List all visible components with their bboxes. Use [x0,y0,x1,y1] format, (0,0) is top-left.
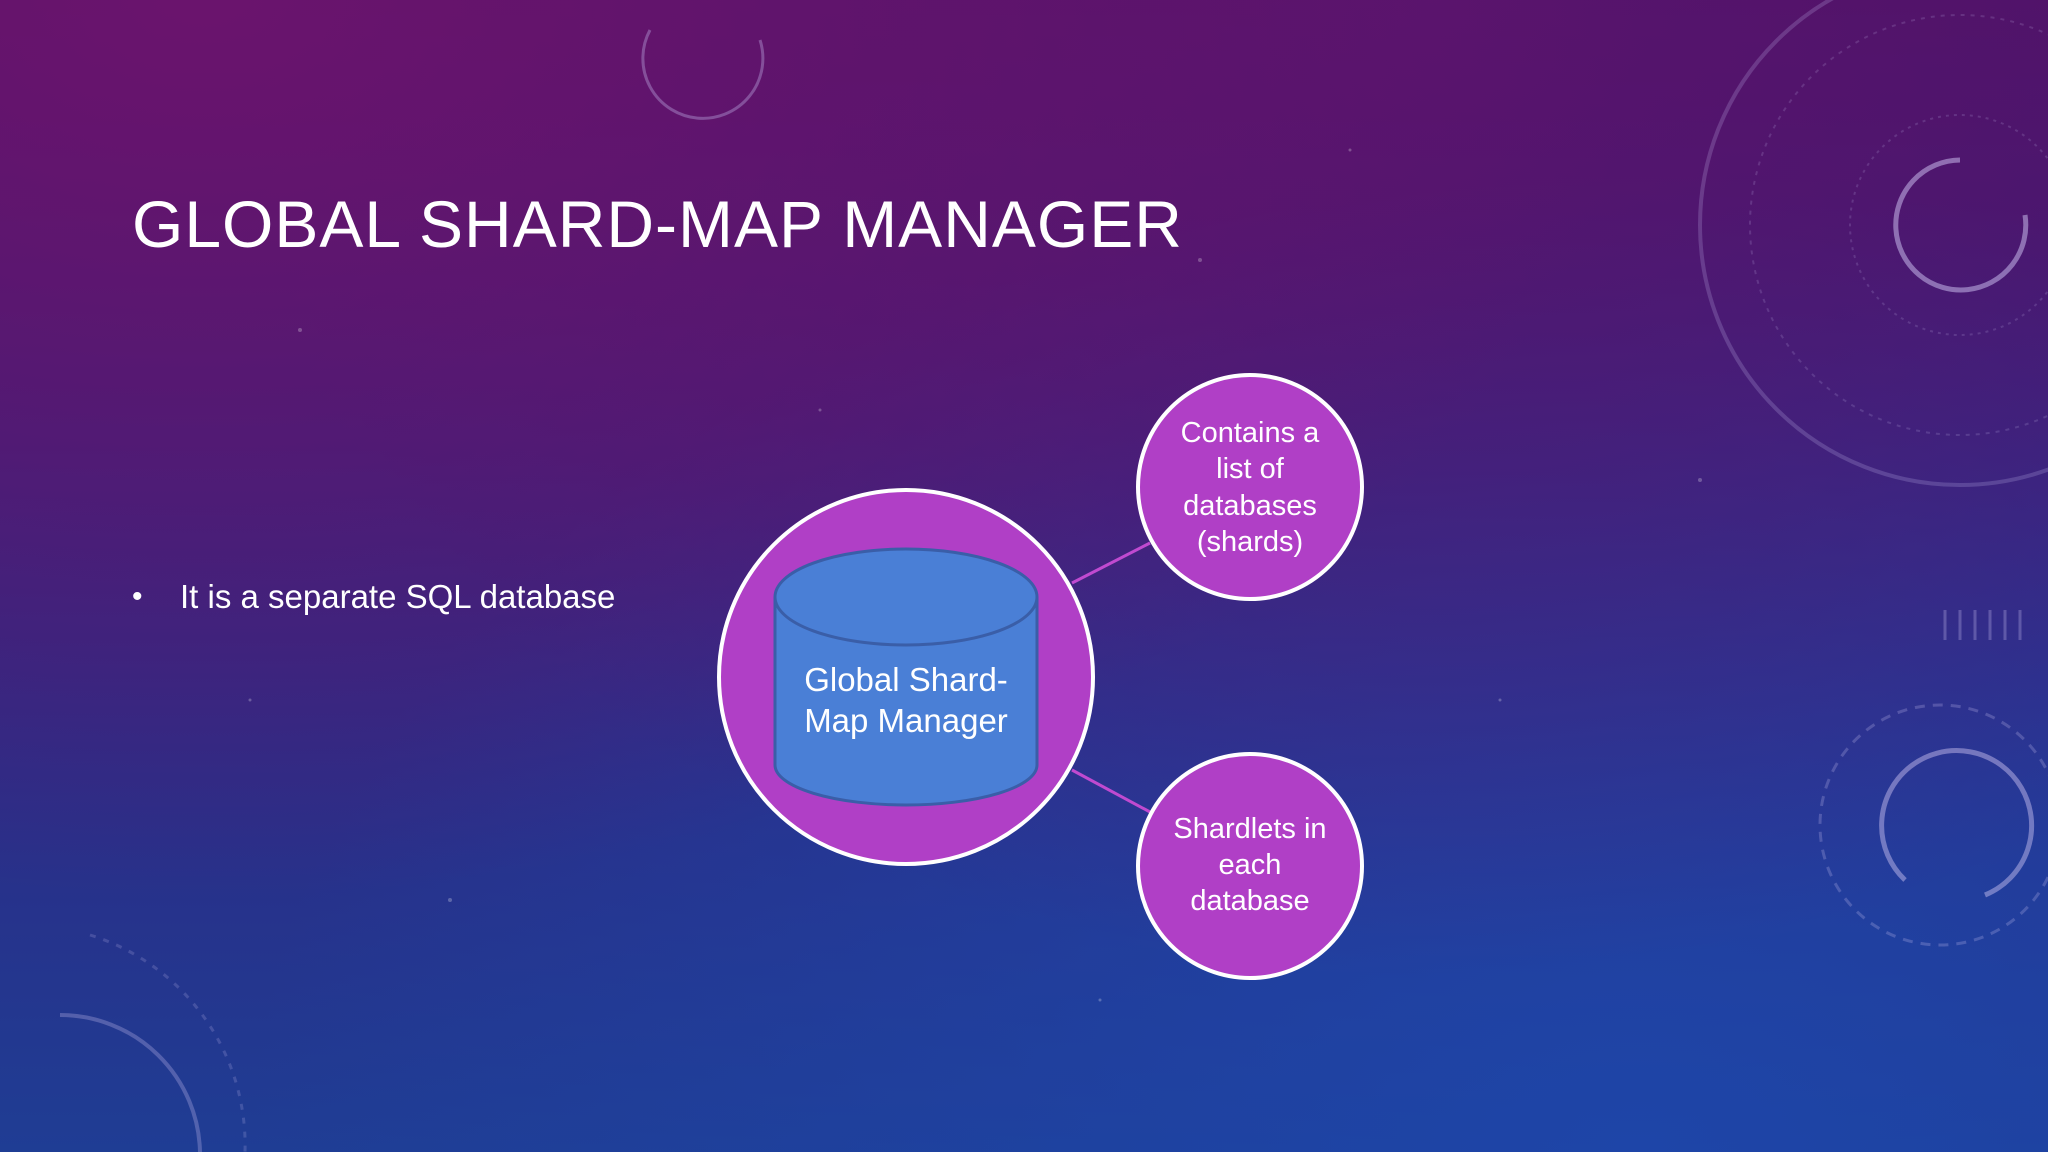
connector-top [1071,541,1151,585]
satellite-node-bottom-label: Shardlets in each database [1173,812,1327,918]
satellite-node-top-label: Contains a list of databases (shards) [1180,417,1320,558]
satellite-node-bottom-circle [1136,752,1364,980]
bullet-dot-icon: • [132,580,143,613]
bullet-item: • It is a separate SQL database [132,578,615,616]
slide-title: GLOBAL SHARD-MAP MANAGER [132,187,1183,261]
bullet-text: It is a separate SQL database [180,578,616,615]
database-cylinder-icon [773,547,1039,807]
center-node-label: Global Shard-Map Manager [804,660,1008,739]
bullet-list: • It is a separate SQL database [132,578,615,616]
connector-bottom [1071,768,1151,814]
satellite-node-top-circle [1136,373,1364,601]
